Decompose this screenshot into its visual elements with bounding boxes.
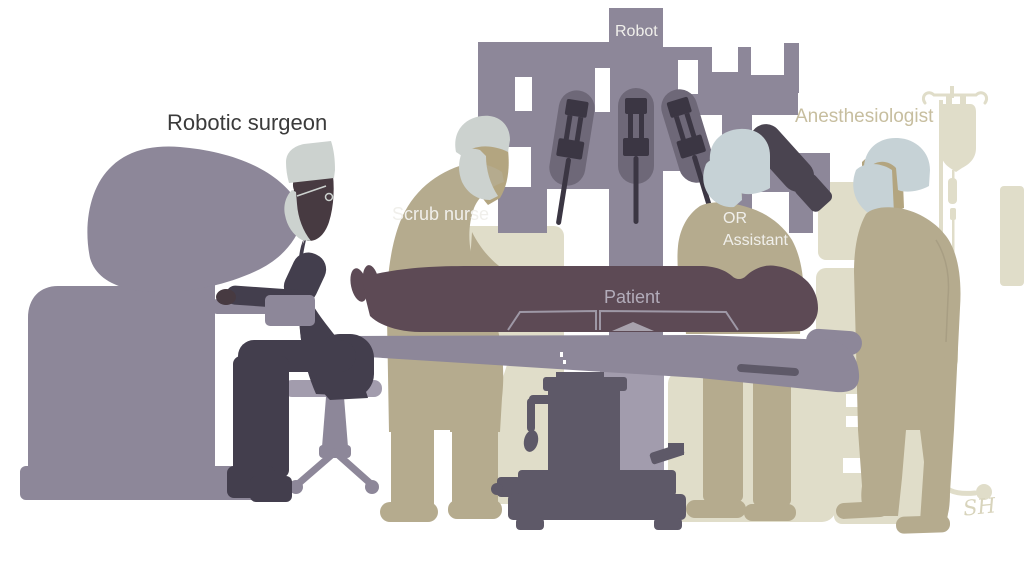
label-or-assistant-line1: OR [723, 210, 747, 227]
label-scrub-nurse: Scrub nurse [392, 204, 490, 224]
table-side-rail [737, 364, 799, 376]
operating-table [326, 328, 862, 530]
surgeon-console [20, 146, 305, 500]
label-or-assistant: OR Assistant [723, 208, 788, 252]
label-anesthesiologist: Anesthesiologist [795, 106, 934, 127]
iv-bag [940, 104, 976, 172]
robotic-surgeon-figure [216, 141, 374, 502]
artist-signature: SH [961, 493, 997, 521]
surgeon-mask [284, 190, 311, 241]
patient-figure [350, 265, 818, 332]
console-viewer-hood [87, 146, 305, 292]
surgeon-head [290, 168, 334, 241]
label-patient: Patient [604, 287, 661, 307]
scrub-nurse-mask [459, 148, 498, 200]
anesthesiologist-hand [944, 348, 958, 365]
table-crank-handle [523, 430, 539, 452]
label-or-assistant-line2: Assistant [723, 232, 788, 249]
table-top [344, 335, 860, 393]
anesthesiologist-mask [853, 164, 894, 218]
surgeon-hand [216, 289, 236, 305]
console-control-pod [265, 295, 315, 326]
label-robot: Robot [615, 23, 658, 40]
surgeon-cap [286, 141, 335, 183]
console-base [20, 466, 260, 500]
table-pedestal [491, 372, 686, 530]
anesthesiologist-figure [836, 137, 961, 534]
patient-drape-fold [612, 322, 654, 331]
scrub-nurse-cap [455, 115, 510, 156]
equipment-cart [668, 370, 836, 522]
label-robotic-surgeon: Robotic surgeon [167, 110, 328, 135]
patient-drape-outline [507, 309, 739, 331]
anesthesiologist-cap [863, 137, 930, 192]
or-assistant-mask [703, 158, 742, 208]
